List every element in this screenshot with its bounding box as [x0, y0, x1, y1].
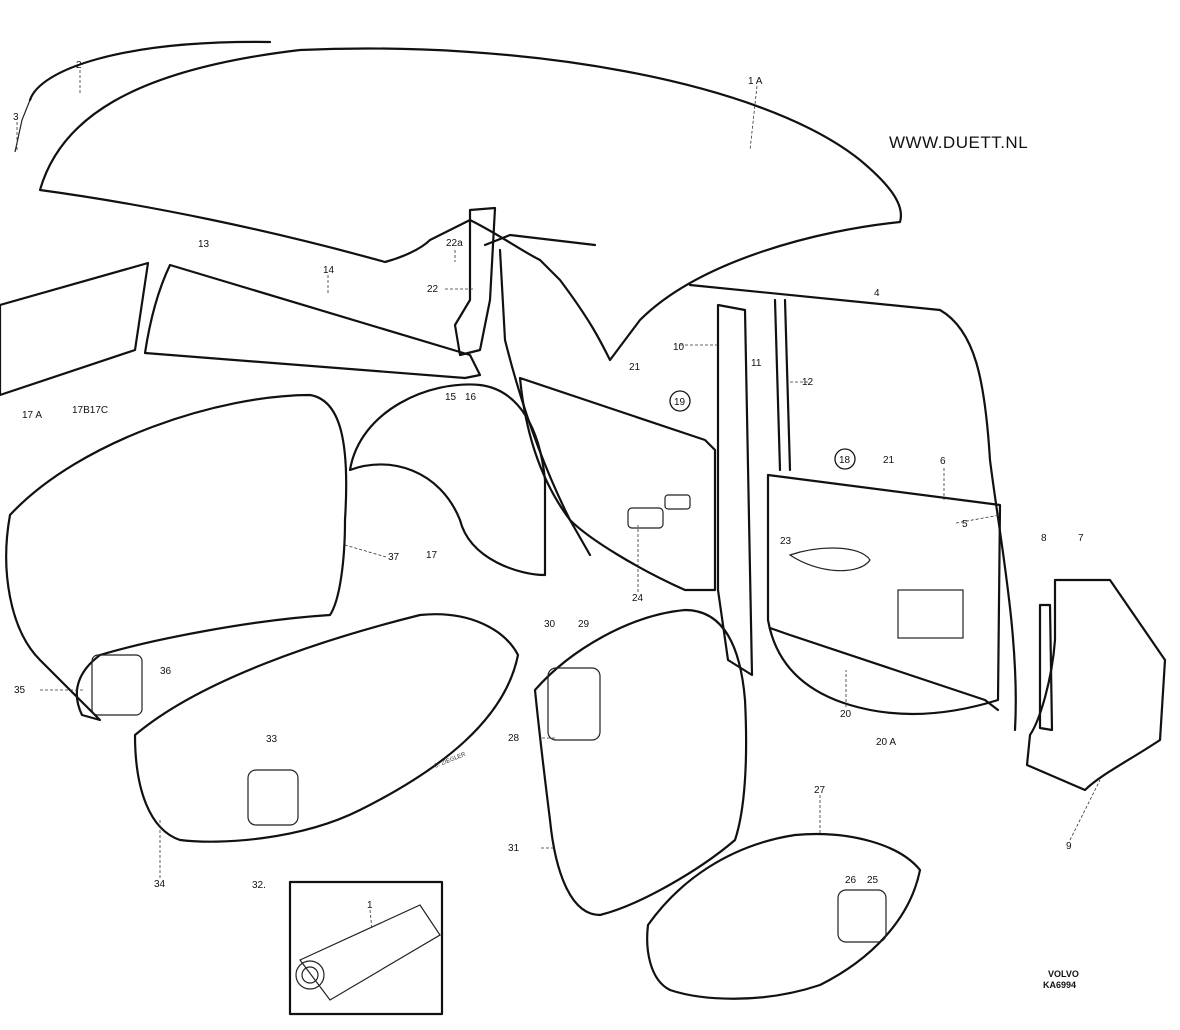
label-6: 6 — [940, 456, 946, 467]
label-20: 20 — [840, 709, 852, 720]
label-36: 36 — [160, 666, 172, 677]
label-8: 8 — [1041, 533, 1047, 544]
label-7: 7 — [1078, 533, 1084, 544]
label-27: 27 — [814, 785, 826, 796]
label-10: 10 — [673, 342, 685, 353]
label-26: 26 — [845, 875, 857, 886]
front-seat-cushion — [646, 833, 922, 1000]
rear-seat-back — [5, 393, 348, 722]
front-seat-back — [533, 608, 748, 917]
label-9: 9 — [1066, 841, 1072, 852]
label-13: 13 — [198, 239, 210, 250]
pillar-trim — [453, 206, 497, 357]
material-roll-inset — [288, 880, 444, 1016]
door-seal — [688, 283, 1017, 732]
label-31: 31 — [508, 843, 520, 854]
wheel-arch-trim — [348, 383, 547, 577]
label-1: 1 — [367, 900, 373, 911]
label-5: 5 — [962, 519, 968, 530]
label-25: 25 — [867, 875, 879, 886]
label-19: 19 — [674, 397, 686, 408]
label-18: 18 — [839, 455, 851, 466]
label-11: 11 — [751, 358, 762, 369]
label-17a: 17 A — [22, 410, 42, 421]
label-34: 34 — [154, 879, 166, 890]
label-21-front: 21 — [883, 455, 895, 466]
label-2: 2 — [76, 60, 82, 71]
label-4: 4 — [874, 288, 880, 299]
maker-line-1: VOLVO — [1048, 969, 1079, 979]
label-16: 16 — [465, 392, 477, 403]
label-28: 28 — [508, 733, 520, 744]
label-15: 15 — [445, 392, 457, 403]
rear-seat-cushion — [133, 613, 520, 843]
front-door-panel — [766, 473, 1002, 716]
label-33: 33 — [266, 734, 278, 745]
label-3: 3 — [13, 112, 19, 123]
label-22: 22 — [427, 284, 439, 295]
label-29: 29 — [578, 619, 590, 630]
label-17b17c: 17B17C — [72, 405, 108, 416]
label-22a: 22a — [446, 238, 463, 249]
label-37: 37 — [388, 552, 400, 563]
label-20a: 20 A — [876, 737, 896, 748]
label-24: 24 — [632, 593, 644, 604]
label-14: 14 — [323, 265, 335, 276]
label-21-rear: 21 — [629, 362, 641, 373]
headliner-part — [14, 40, 903, 362]
watermark: WWW.DUETT.NL — [889, 133, 1028, 152]
panel-17a — [0, 261, 150, 397]
kick-panel — [1025, 578, 1167, 792]
label-35: 35 — [14, 685, 26, 696]
b-pillar-trim — [716, 303, 754, 677]
label-32: 32. — [252, 880, 266, 891]
rear-door-panel — [518, 376, 717, 592]
maker-line-2: KA6994 — [1043, 980, 1076, 990]
label-1a: 1 A — [748, 76, 763, 87]
label-30: 30 — [544, 619, 556, 630]
rear-side-panel — [143, 263, 482, 380]
label-23: 23 — [780, 536, 792, 547]
label-17: 17 — [426, 550, 438, 561]
label-12: 12 — [802, 377, 814, 388]
